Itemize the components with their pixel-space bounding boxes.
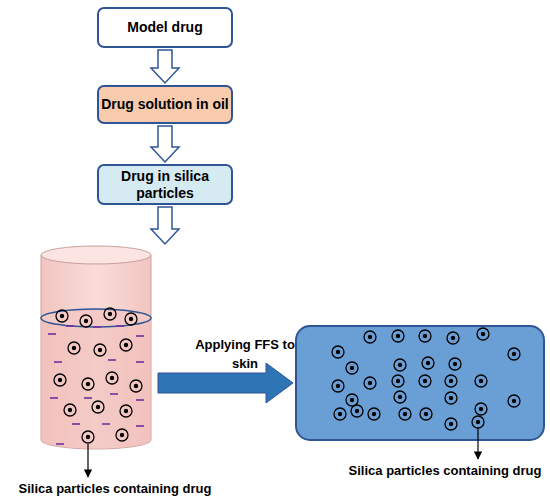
liquid-dash	[48, 334, 56, 335]
silica-particle	[447, 332, 459, 344]
silica-particle	[332, 346, 344, 358]
silica-particle	[445, 392, 457, 404]
silica-particle	[445, 375, 457, 387]
silica-particle	[392, 330, 404, 342]
liquid-dash	[102, 424, 110, 425]
silica-particle	[54, 374, 66, 386]
process-arrow	[158, 363, 293, 403]
box-text: Drug in silica particles	[99, 168, 231, 202]
silica-particle	[475, 403, 487, 415]
beaker-particles	[54, 308, 142, 443]
hollow-arrow	[151, 207, 179, 244]
callout-label: Silica particles containing drug	[3, 479, 227, 498]
silica-particle	[120, 405, 132, 417]
silica-particle	[125, 313, 137, 325]
film-particles	[332, 328, 520, 430]
liquid-dash	[84, 398, 92, 399]
silica-particle	[68, 342, 80, 354]
silica-particle	[346, 394, 358, 406]
liquid-body	[41, 318, 151, 449]
silica-particle	[508, 395, 520, 407]
silica-particle	[64, 404, 76, 416]
liquid-dash	[56, 444, 64, 445]
silica-particle	[56, 310, 68, 322]
silica-particle	[104, 308, 116, 320]
silica-particle	[419, 330, 431, 342]
silica-particle	[475, 375, 487, 387]
liquid-dash	[136, 336, 144, 337]
liquid-dash	[136, 362, 144, 363]
silica-particle	[106, 372, 118, 384]
silica-particle	[422, 357, 434, 369]
silica-particle	[94, 344, 106, 356]
silica-particle	[82, 378, 94, 390]
liquid-dash	[116, 326, 124, 327]
silica-particle	[420, 408, 432, 420]
silica-particle	[392, 375, 404, 387]
beaker-rim	[41, 246, 151, 264]
silica-particle	[364, 331, 376, 343]
leader-line	[477, 428, 478, 459]
silica-particle	[116, 429, 128, 441]
liquid-surface	[41, 309, 151, 327]
callout-label: Silica particles containing drug	[333, 461, 550, 480]
silica-particle	[332, 380, 344, 392]
process-box: Model drug	[97, 7, 233, 48]
liquid-dash	[110, 394, 118, 395]
silica-particle	[130, 380, 142, 392]
liquid-dash	[136, 426, 144, 427]
liquid-dash	[136, 400, 144, 401]
silica-particle	[120, 339, 132, 351]
skin-film	[296, 326, 544, 440]
liquid-dash	[50, 398, 58, 399]
liquid-dash	[93, 327, 101, 328]
silica-particle	[80, 315, 92, 327]
silica-particle	[368, 408, 380, 420]
silica-particle	[92, 401, 104, 413]
liquid-dash	[66, 326, 74, 327]
silica-particle	[472, 416, 484, 428]
liquid-dash	[108, 360, 116, 361]
beaker-body	[41, 255, 151, 449]
silica-particle	[334, 408, 346, 420]
silica-particle	[477, 328, 489, 340]
box-text: Model drug	[127, 19, 202, 36]
silica-particle	[82, 431, 94, 443]
silica-particle	[394, 359, 406, 371]
flow-arrow	[151, 126, 179, 162]
arrow-label: Applying FFS to skin	[189, 335, 301, 373]
silica-particle	[346, 362, 358, 374]
flow-arrow	[151, 50, 179, 83]
process-box: Drug solution in oil	[97, 85, 233, 124]
silica-particle	[364, 377, 376, 389]
silica-particle	[399, 408, 411, 420]
leader-line	[87, 444, 88, 477]
box-text: Drug solution in oil	[101, 96, 229, 113]
process-box: Drug in silica particles	[97, 164, 233, 205]
silica-particle	[351, 405, 363, 417]
silica-particle	[449, 358, 461, 370]
liquid-dashes	[48, 326, 144, 444]
silica-particle	[508, 348, 520, 360]
silica-particle	[394, 391, 406, 403]
liquid-dash	[54, 362, 62, 363]
silica-particle	[445, 418, 457, 430]
liquid-dash	[72, 424, 80, 425]
silica-particle	[419, 375, 431, 387]
